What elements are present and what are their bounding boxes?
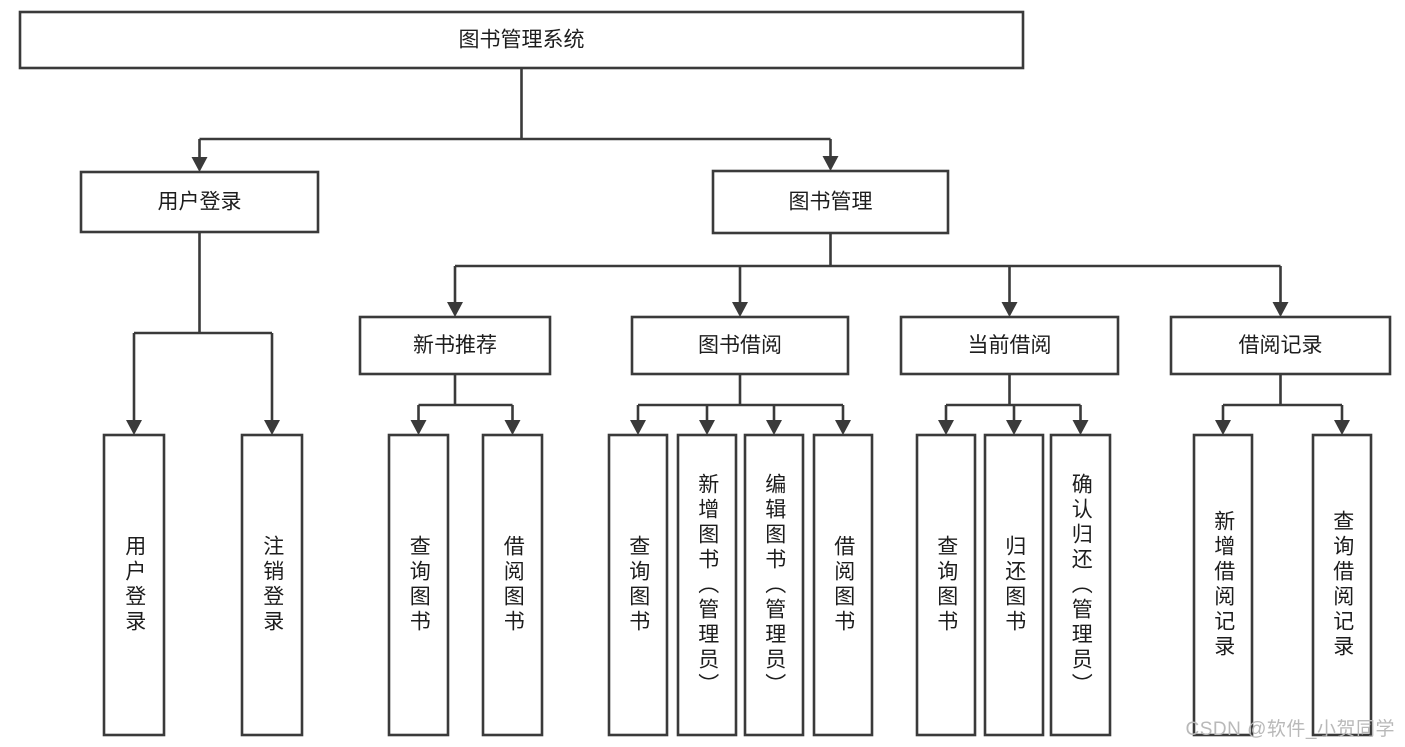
node-box-leaf-2[interactable] <box>387 433 450 737</box>
node-box-l3-0[interactable] <box>358 315 552 376</box>
leaf-arrow-11-arrowhead <box>1215 420 1231 435</box>
node-box-l3-2[interactable] <box>899 315 1120 376</box>
leaf-arrow-9-arrowhead <box>1006 420 1022 435</box>
node-box-leaf-12[interactable] <box>1311 433 1373 737</box>
node-label-l3-1: 图书借阅 <box>698 334 782 357</box>
node-box-leaf-7[interactable] <box>812 433 874 737</box>
node-box-l2-0[interactable] <box>79 170 320 234</box>
node-box-leaf-5[interactable] <box>676 433 738 737</box>
leaf-arrow-4-arrowhead <box>630 420 646 435</box>
leaf-arrow-12-arrowhead <box>1334 420 1350 435</box>
node-box-leaf-10[interactable] <box>1049 433 1112 737</box>
node-box-leaf-3[interactable] <box>481 433 544 737</box>
node-box-leaf-11[interactable] <box>1192 433 1254 737</box>
connector-layer <box>126 68 1350 435</box>
node-box-leaf-6[interactable] <box>743 433 805 737</box>
node-label-l3-2: 当前借阅 <box>968 334 1052 357</box>
leaf-arrow-1-arrowhead <box>264 420 280 435</box>
l2-to-l3-0-arrowhead <box>447 302 463 317</box>
leaf-arrow-0-arrowhead <box>126 420 142 435</box>
csdn-watermark: CSDN @软件_小贺同学 <box>1185 719 1395 740</box>
node-label-l2-1: 图书管理 <box>789 191 873 214</box>
leaf-arrow-5-arrowhead <box>699 420 715 435</box>
node-label-root: 图书管理系统 <box>459 29 585 52</box>
node-label-l2-0: 用户登录 <box>158 191 242 214</box>
node-label-l3-3: 借阅记录 <box>1239 334 1323 357</box>
node-label-l3-0: 新书推荐 <box>413 334 497 357</box>
node-box-root[interactable] <box>18 10 1025 70</box>
l2-to-l3-3-arrowhead <box>1272 302 1289 317</box>
node-box-leaf-9[interactable] <box>983 433 1045 737</box>
leaf-arrow-3-arrowhead <box>504 420 521 435</box>
leaf-arrow-10-arrowhead <box>1072 420 1089 435</box>
node-box-leaf-0[interactable] <box>102 433 166 737</box>
leaf-arrow-8-arrowhead <box>938 420 954 435</box>
node-box-layer <box>18 10 1392 737</box>
node-box-leaf-1[interactable] <box>240 433 304 737</box>
leaf-arrow-7-arrowhead <box>835 420 851 435</box>
node-box-l2-1[interactable] <box>711 169 950 235</box>
node-box-leaf-8[interactable] <box>915 433 977 737</box>
node-box-l3-1[interactable] <box>630 315 850 376</box>
leaf-arrow-6-arrowhead <box>766 420 782 435</box>
node-box-leaf-4[interactable] <box>607 433 669 737</box>
l2-to-l3-2-arrowhead <box>1001 302 1018 317</box>
l2-to-l3-1-arrowhead <box>732 302 748 317</box>
root-to-l2-1-arrowhead <box>822 156 839 171</box>
leaf-arrow-2-arrowhead <box>410 420 427 435</box>
root-to-l2-0-arrowhead <box>191 157 208 172</box>
node-box-l3-3[interactable] <box>1169 315 1392 376</box>
